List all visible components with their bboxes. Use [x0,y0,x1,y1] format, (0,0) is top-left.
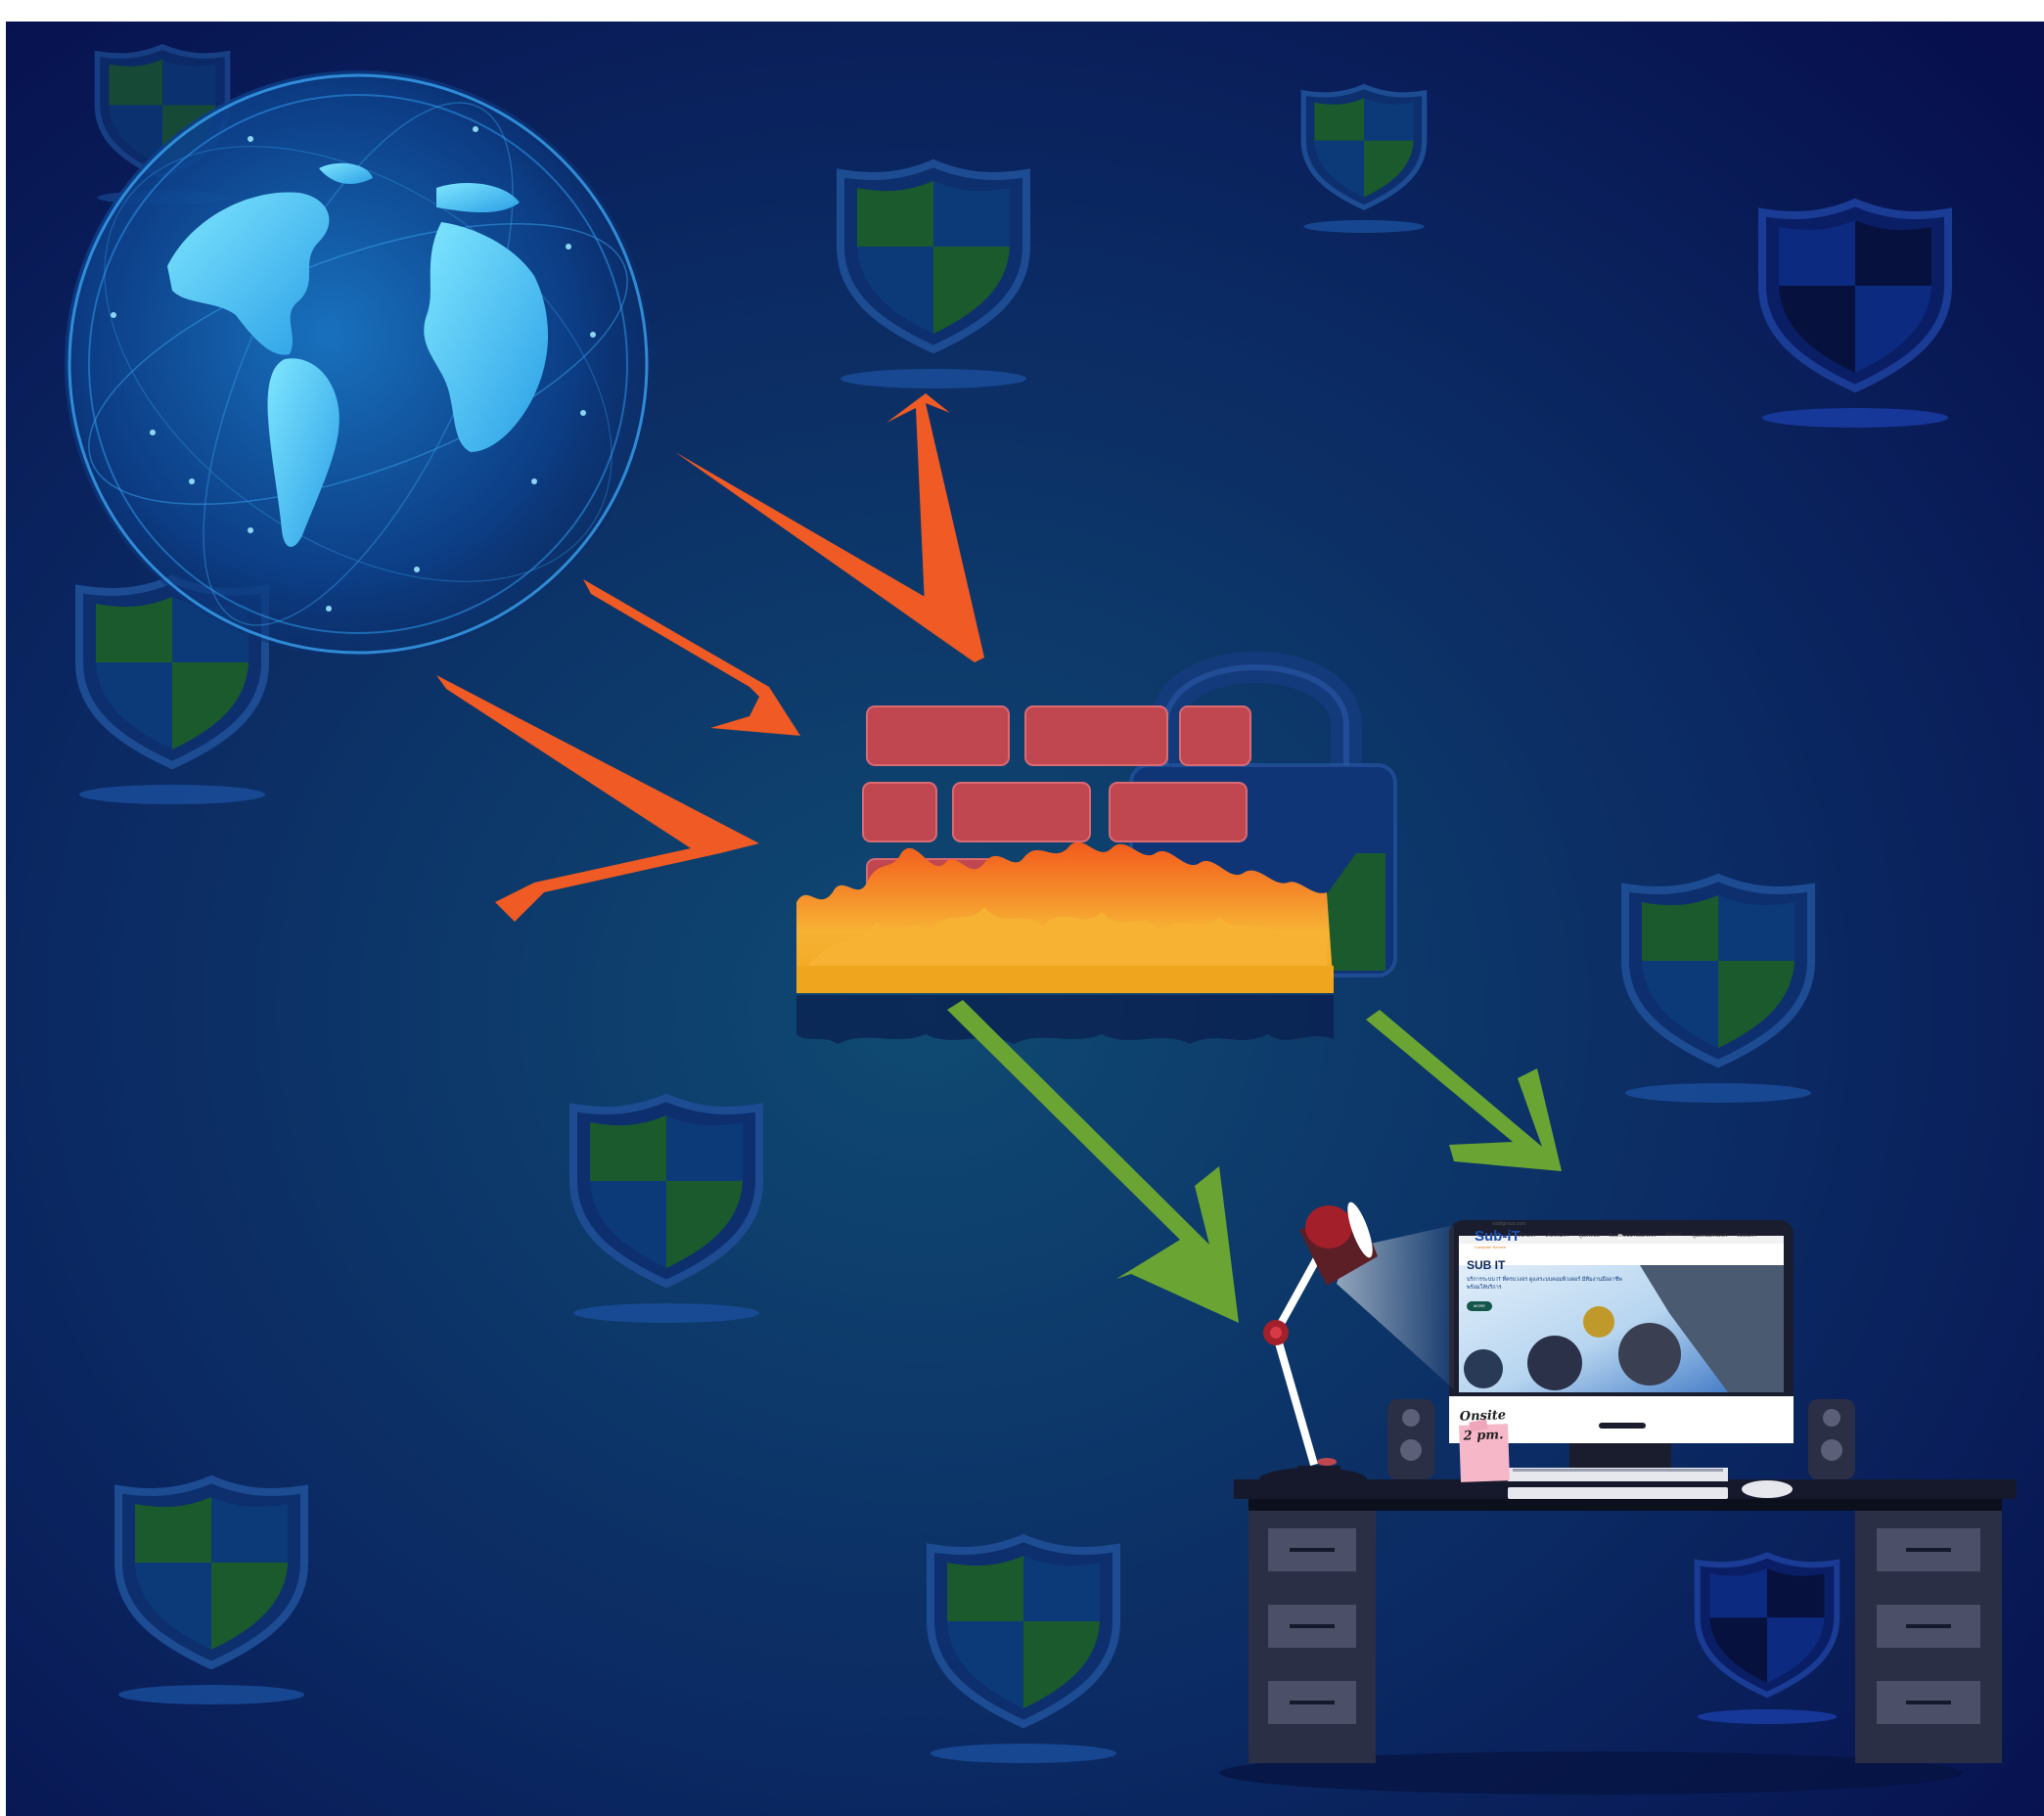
screen-nav-item: ดูแลระบบ [1578,1233,1600,1239]
sticky-note-line1: Onsite [1459,1408,1507,1425]
screen-nav-item: Firewall [1665,1232,1683,1238]
allowed-arrow [947,1000,1562,1323]
firewall-illustration [6,22,2044,1816]
screen-text: บริการระบบ IT ที่ครบวงจร ดูแลระบบคอมพิวเ… [1467,1277,1622,1291]
screen-more-button: MORE [1467,1301,1492,1311]
sticky-note-line2: 2 pm. [1463,1428,1504,1444]
screen-nav: หน้าแรก เกี่ยวกับเรา ดูแลระบบ ติดตั้งระบ… [1518,1232,1756,1240]
brick-wall-fire-icon [796,705,1334,1044]
sticky-note: Onsite 2 pm. [1453,1402,1508,1463]
screen-nav-item: ติดต่อเรา [1737,1233,1757,1239]
screen-url: subitgroup.com [1492,1221,1526,1227]
globe-icon [65,70,652,658]
screen-brand-logo: Sub-iT [1475,1228,1521,1245]
screen-title: SUB IT [1467,1258,1506,1272]
monitor-screen: subitgroup.com Sub-iT Computer Service ห… [1453,1219,1776,1376]
blocked-arrow [436,393,984,922]
screen-brand-subtitle: Computer Service [1475,1245,1507,1249]
screen-nav-item: หน้าแรก [1518,1233,1536,1239]
screen-nav-item: ติดตั้งระบบ กล้องวงจร [1609,1233,1657,1239]
desk-computer-icon [1219,1202,2017,1794]
screen-nav-item: ดูแลคอมพิวเตอร์ [1692,1233,1728,1239]
screen-nav-item: เกี่ยวกับเรา [1545,1233,1569,1239]
